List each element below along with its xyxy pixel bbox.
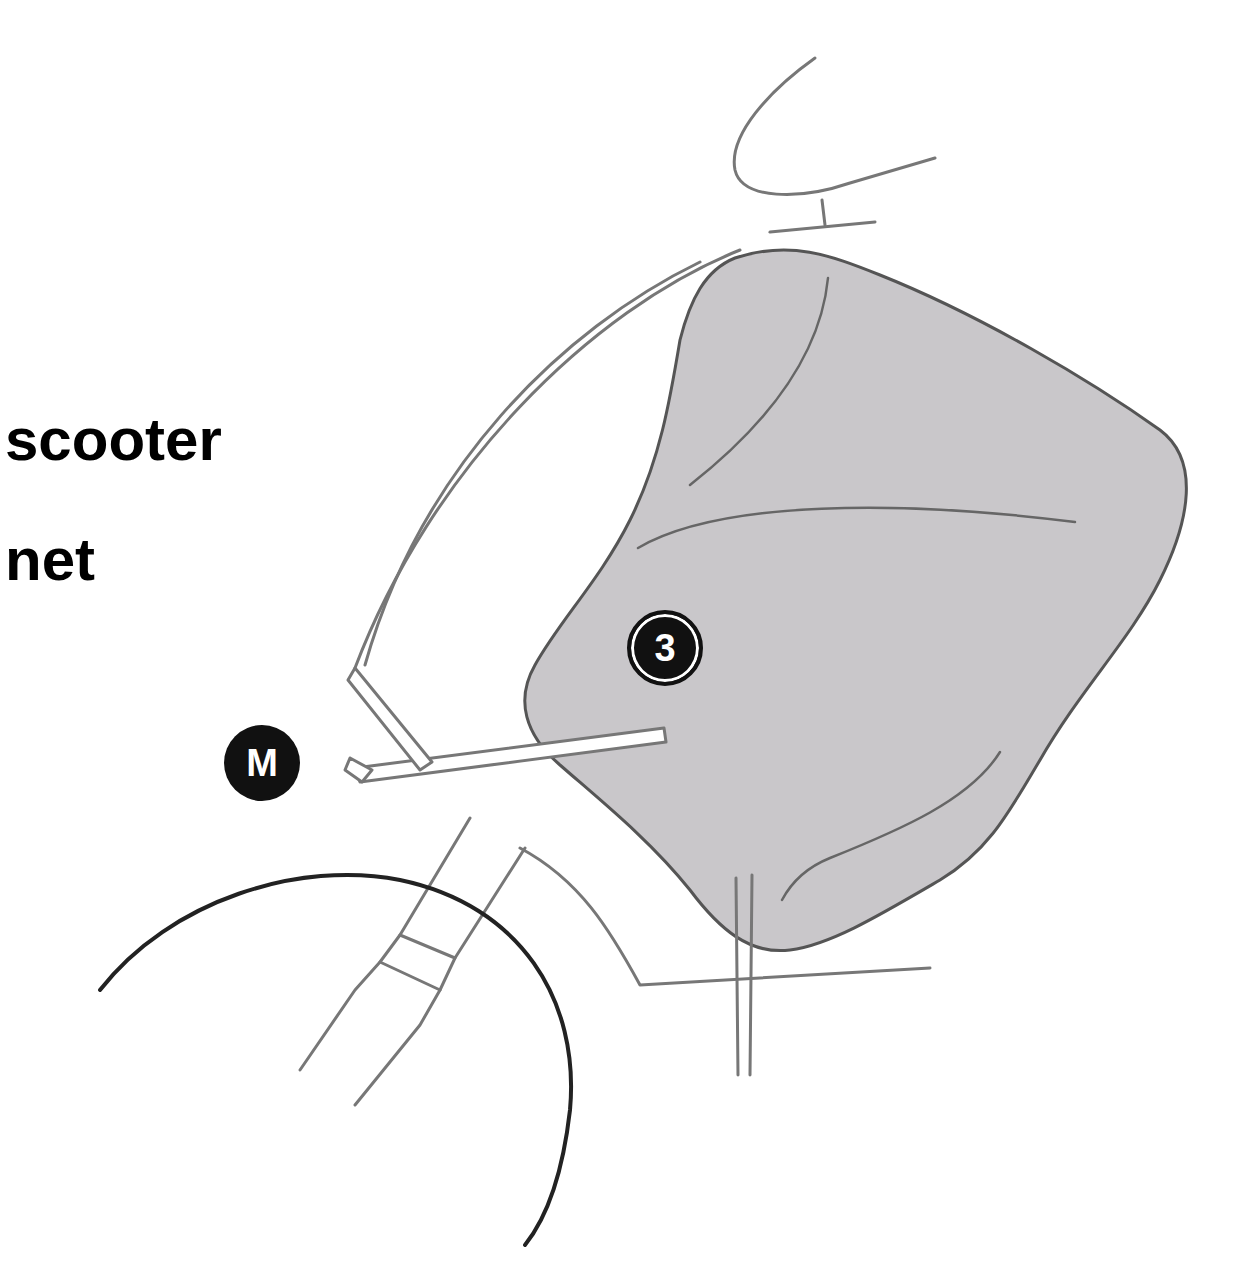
handlebar-cover — [525, 250, 1187, 951]
callout-number: 3 — [627, 610, 703, 686]
part-name: net — [5, 530, 95, 590]
steering-stem — [400, 818, 525, 958]
cover-seam — [690, 278, 828, 485]
callout-number: M — [224, 725, 300, 801]
cover-seam — [638, 508, 1075, 548]
mirror-stem — [770, 222, 875, 232]
mirror-stem — [822, 200, 825, 225]
clamp — [348, 668, 432, 770]
mirror-outline — [734, 58, 935, 194]
body-line — [520, 848, 930, 985]
fork-leg — [300, 962, 440, 1105]
clamp — [345, 758, 372, 782]
fork-clamp — [380, 935, 455, 990]
support-rod — [736, 875, 752, 1075]
cover-seam — [782, 752, 1000, 900]
wheel — [100, 875, 571, 1245]
part-name: scooter — [5, 410, 222, 470]
